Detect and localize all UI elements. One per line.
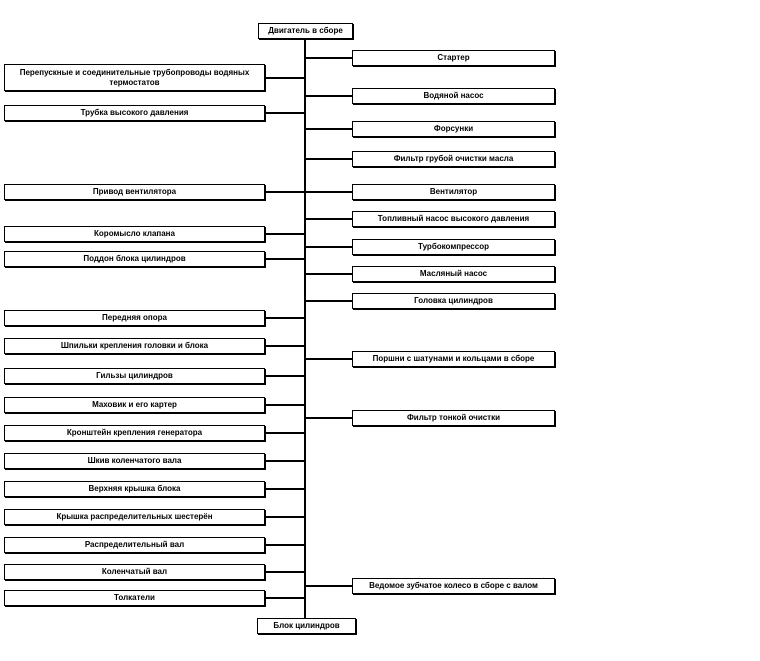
node-cylinder-liners: Гильзы цилиндров xyxy=(4,368,305,384)
node-high-pressure-fuel-pump: Топливный насос высокого давления xyxy=(305,211,555,227)
node-camshaft: Распределительный вал xyxy=(4,537,305,553)
node-generator-bracket: Кронштейн крепления генератора xyxy=(4,425,305,441)
node-water-pump: Водяной насос xyxy=(305,88,555,104)
node-fan-drive: Привод вентилятора xyxy=(4,184,305,200)
node-crankshaft-pulley: Шкив коленчатого вала xyxy=(4,453,305,469)
node-flywheel-housing: Маховик и его картер xyxy=(4,397,305,413)
node-cylinder-head: Головка цилиндров xyxy=(305,293,555,309)
node-crankshaft: Коленчатый вал xyxy=(4,564,305,580)
node-front-mount: Передняя опора xyxy=(4,310,305,326)
node-high-pressure-tube: Трубка высокого давления xyxy=(4,105,305,121)
node-injectors: Форсунки xyxy=(305,121,555,137)
node-engine-assembly: Двигатель в сборе xyxy=(258,23,353,39)
trunk-line xyxy=(304,39,306,618)
node-fan: Вентилятор xyxy=(305,184,555,200)
node-pistons-assembly: Поршни с шатунами и кольцами в сборе xyxy=(305,351,555,367)
node-oil-pump: Масляный насос xyxy=(305,266,555,282)
node-cylinder-block: Блок цилиндров xyxy=(257,618,356,634)
node-head-studs: Шпильки крепления головки и блока xyxy=(4,338,305,354)
node-oil-pan: Поддон блока цилиндров xyxy=(4,251,305,267)
node-upper-block-cover: Верхняя крышка блока xyxy=(4,481,305,497)
node-valve-rocker: Коромысло клапана xyxy=(4,226,305,242)
node-starter: Стартер xyxy=(305,50,555,66)
node-fine-filter: Фильтр тонкой очистки xyxy=(305,410,555,426)
node-turbocharger: Турбокомпрессор xyxy=(305,239,555,255)
node-timing-gear-cover: Крышка распределительных шестерён xyxy=(4,509,305,525)
node-coarse-oil-filter: Фильтр грубой очистки масла xyxy=(305,151,555,167)
node-tappets: Толкатели xyxy=(4,590,305,606)
node-bypass-pipes: Перепускные и соединительные трубопровод… xyxy=(4,64,305,91)
node-driven-gear-with-shaft: Ведомое зубчатое колесо в сборе с валом xyxy=(305,578,555,594)
